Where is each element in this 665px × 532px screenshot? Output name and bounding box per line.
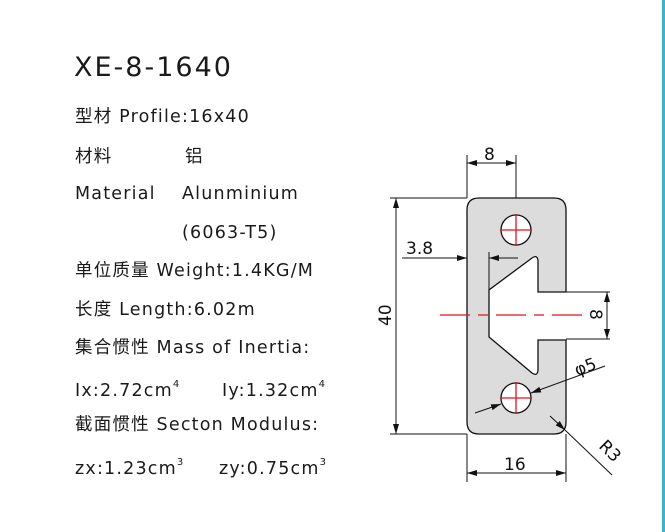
zx-text: zx:1.23cm: [75, 459, 177, 479]
iy-exponent: 4: [318, 379, 327, 390]
ix-exponent: 4: [172, 379, 181, 390]
ix-value: Ix:2.72cm4: [75, 374, 180, 402]
ix-text: Ix:2.72cm: [75, 381, 173, 401]
frame-edge: [662, 0, 665, 532]
length-spec: 长度 Length:6.02m: [75, 300, 256, 320]
dim-height: 40: [376, 304, 396, 326]
modulus-label: 截面惯性 Secton Modulus:: [75, 415, 320, 435]
material-label: Material: [75, 184, 156, 204]
mounting-hole-bottom: [500, 382, 532, 414]
inertia-label: 集合惯性 Mass of Inertia:: [75, 338, 311, 358]
dim-slot-width: 8: [585, 309, 605, 320]
zy-text: zy:0.75cm: [219, 459, 320, 479]
dim-width: 16: [504, 455, 526, 475]
iy-value: Iy:1.32cm4: [222, 374, 326, 402]
zx-exponent: 3: [176, 457, 185, 468]
dim-offset: 3.8: [406, 239, 433, 259]
material-value: Alunminium: [182, 184, 300, 204]
material-cn-label: 材料: [75, 147, 113, 167]
iy-text: Iy:1.32cm: [222, 381, 319, 401]
material-grade: (6063-T5): [182, 223, 278, 243]
zx-value: zx:1.23cm3: [75, 452, 184, 480]
product-title: XE-8-1640: [74, 52, 233, 83]
dim-top-width: 8: [484, 145, 495, 165]
material-cn-value: 铝: [185, 147, 204, 167]
zy-value: zy:0.75cm3: [219, 452, 327, 480]
zy-exponent: 3: [319, 457, 328, 468]
profile-spec: 型材 Profile:16x40: [75, 107, 250, 127]
mounting-hole-top: [500, 214, 532, 246]
weight-spec: 单位质量 Weight:1.4KG/M: [75, 261, 315, 281]
